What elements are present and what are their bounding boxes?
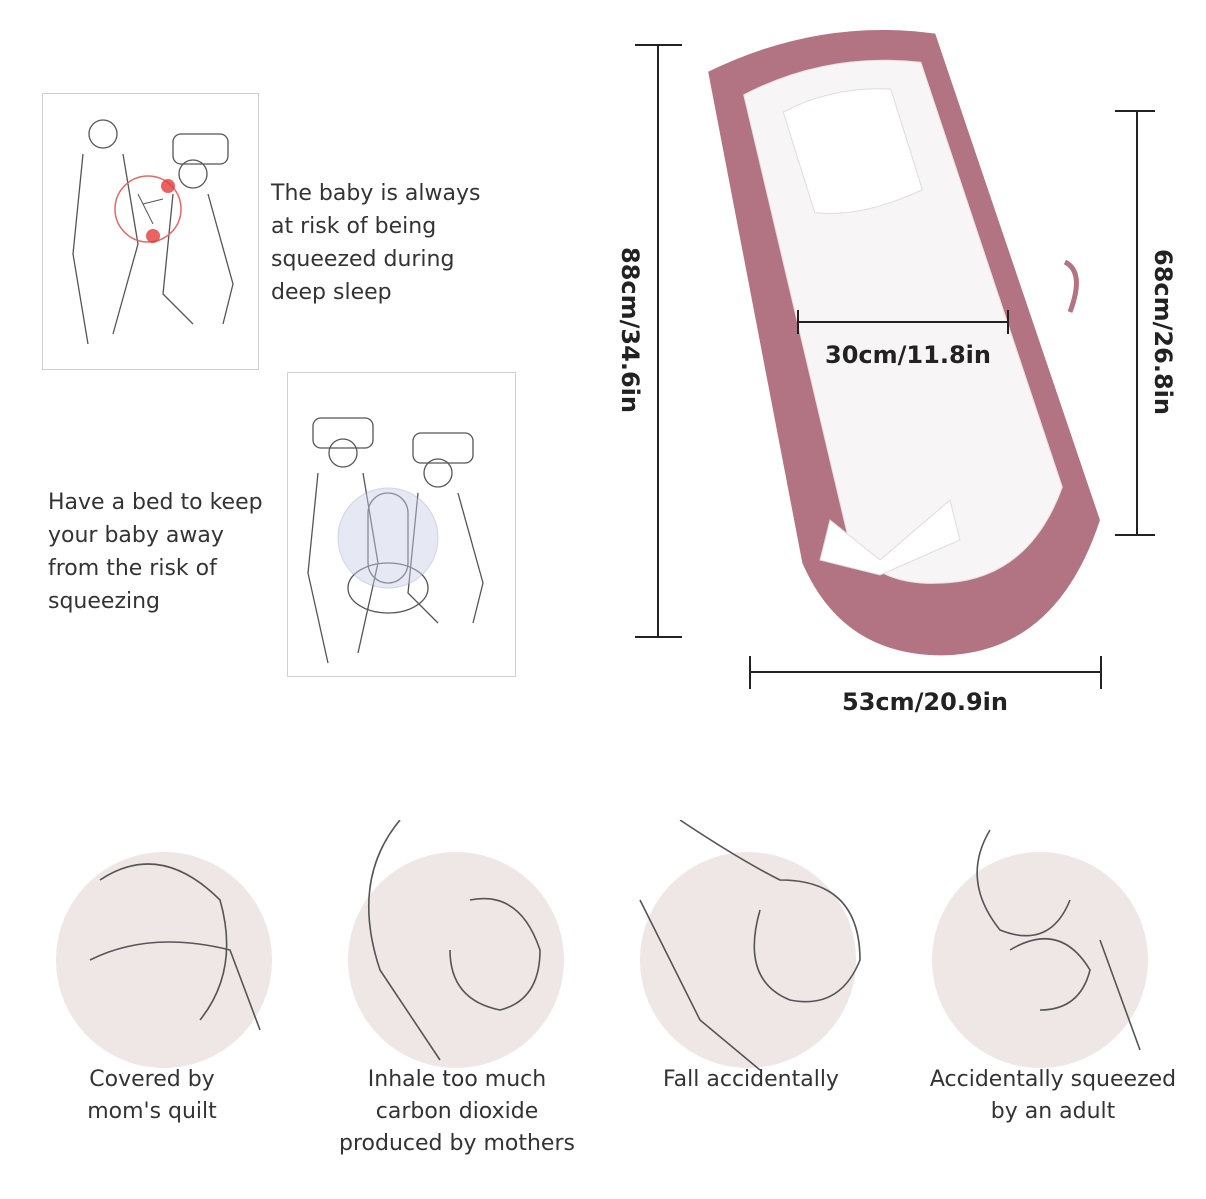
text-line: from the risk of <box>48 556 217 581</box>
caption-line: Accidentally squeezed <box>929 1067 1177 1092</box>
dimension-lines <box>635 44 1155 689</box>
hazard-caption-quilt: Covered by mom's quilt <box>12 1064 292 1128</box>
hazard-caption-fall: Fall accidentally <box>611 1064 891 1096</box>
covered-by-quilt-icon <box>56 852 272 1068</box>
co-sleeping-illustration <box>42 93 259 370</box>
text-line: at risk of being <box>271 214 437 239</box>
squeezed-by-adult-icon <box>932 829 1148 1068</box>
caption-line: Inhale too much <box>367 1067 547 1092</box>
bassinet-illustration <box>287 372 516 677</box>
caption-line: carbon dioxide <box>375 1099 539 1124</box>
risk-text-2: Have a bed to keep your baby away from t… <box>48 486 263 618</box>
parents-baby-sketch-icon <box>72 119 234 345</box>
text-line: Have a bed to keep <box>48 490 263 515</box>
caption-line: Fall accidentally <box>663 1067 839 1092</box>
carbon-dioxide-icon <box>348 820 564 1068</box>
text-line: your baby away <box>48 523 224 548</box>
caption-line: produced by mothers <box>339 1131 575 1156</box>
text-line: squeezed during <box>271 247 455 272</box>
text-line: deep sleep <box>271 280 392 305</box>
hazard-illustrations <box>56 820 1148 1071</box>
caption-line: Covered by <box>89 1067 215 1092</box>
caption-line: mom's quilt <box>87 1099 217 1124</box>
text-line: The baby is always <box>271 181 481 206</box>
inner-width-label: 30cm/11.8in <box>825 341 991 369</box>
hazard-caption-co2: Inhale too much carbon dioxide produced … <box>317 1064 597 1160</box>
length-label: 88cm/34.6in <box>616 247 644 413</box>
caption-line: by an adult <box>990 1099 1116 1124</box>
parents-bassinet-sketch-icon <box>307 417 484 664</box>
risk-text-1: The baby is always at risk of being sque… <box>271 177 480 309</box>
text-line: squeezing <box>48 589 161 614</box>
fall-accidentally-icon <box>639 820 861 1071</box>
hazard-caption-squeezed: Accidentally squeezed by an adult <box>913 1064 1193 1128</box>
inner-length-label: 68cm/26.8in <box>1149 249 1177 415</box>
width-label: 53cm/20.9in <box>842 688 1008 716</box>
